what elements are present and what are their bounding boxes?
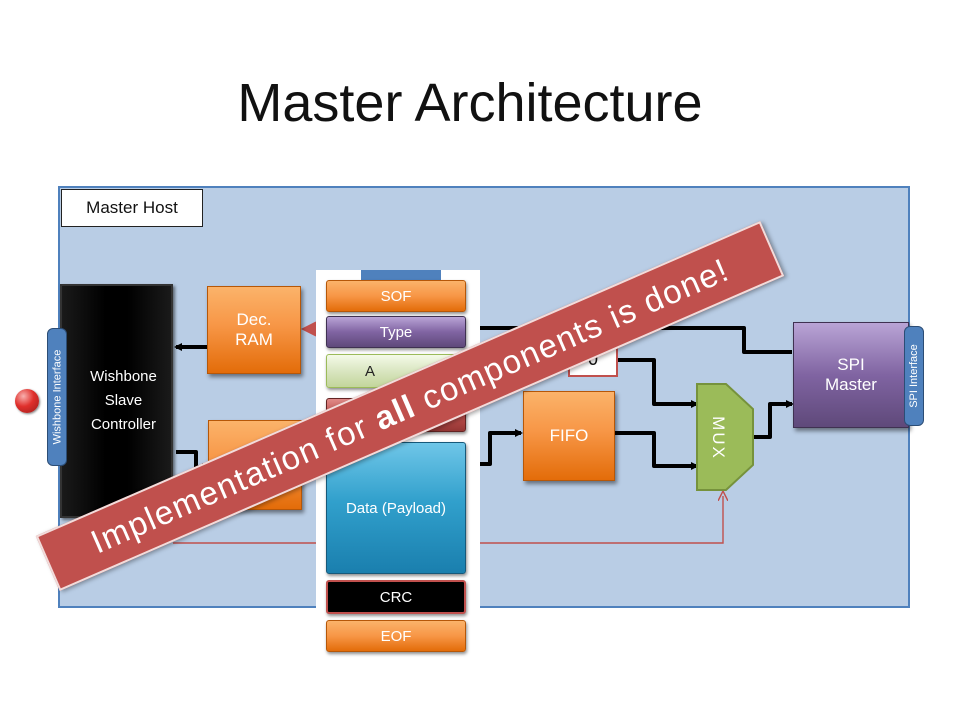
dec-ram-label: Dec. RAM bbox=[235, 310, 273, 349]
mux-label: MUX bbox=[709, 416, 728, 460]
dec-ram-block: Dec. RAM bbox=[207, 286, 301, 374]
spi-master-label: SPI Master bbox=[825, 355, 877, 394]
master-host-label: Master Host bbox=[61, 189, 203, 227]
wire-zero-to-mux bbox=[618, 358, 699, 408]
wishbone-slave-controller: Wishbone Slave Controller bbox=[60, 284, 173, 518]
wishbone-interface-label: Wishbone Interface bbox=[51, 349, 63, 445]
frame-top-strip bbox=[361, 270, 441, 282]
wire-frame-to-fifo bbox=[480, 429, 523, 466]
wire-mux-to-spi bbox=[750, 400, 794, 439]
crc-label: CRC bbox=[379, 588, 413, 606]
wishbone-interface: Wishbone Interface bbox=[47, 328, 67, 466]
fifo-block: FIFO bbox=[523, 391, 615, 481]
wire-fifo-to-mux bbox=[614, 431, 699, 470]
frame-field-sof: SOF bbox=[326, 280, 466, 312]
spi-interface-label: SPI Interface bbox=[908, 344, 920, 408]
spi-master-block: SPI Master bbox=[793, 322, 909, 428]
fifo-label: FIFO bbox=[549, 426, 589, 445]
type-label: Type bbox=[379, 323, 413, 341]
spi-interface: SPI Interface bbox=[904, 326, 924, 426]
eof-label: EOF bbox=[380, 627, 412, 645]
frame-field-eof: EOF bbox=[326, 620, 466, 652]
wire-frame-to-dec-ram bbox=[300, 321, 317, 337]
status-indicator-icon[interactable] bbox=[15, 389, 39, 413]
page-title: Master Architecture bbox=[237, 73, 703, 133]
mux-shape bbox=[696, 383, 754, 491]
sof-label: SOF bbox=[380, 287, 412, 305]
frame-field-type: Type bbox=[326, 316, 466, 348]
wishbone-controller-label: Wishbone Slave Controller bbox=[90, 368, 157, 433]
address-label: A bbox=[365, 362, 376, 380]
data-label: Data (Payload) bbox=[345, 499, 447, 517]
frame-field-crc: CRC bbox=[326, 580, 466, 614]
